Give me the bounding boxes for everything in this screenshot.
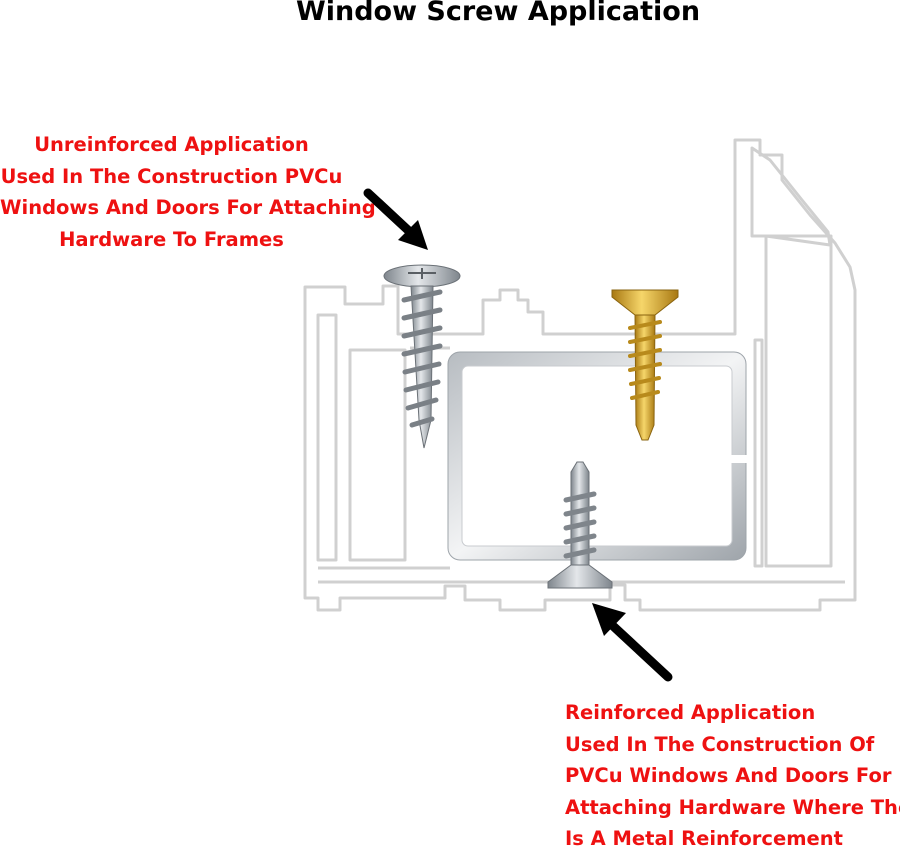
gold-screw-threads [628,320,662,400]
gold-screw-head [611,289,679,316]
diagram-title: Window Screw Application [295,0,701,27]
metal-reinforcement [447,351,748,561]
profile-right-chamber [764,234,833,568]
profile-right-inner-chamber [753,338,764,568]
reinforced-screw-threads [563,491,597,559]
unreinforced-line-2: Used In The Construction PVCu [0,164,343,188]
profile-left-chamber [316,313,338,562]
unreinforced-screw [383,264,461,449]
gold-screw [611,289,679,441]
reinforced-line-4: Attaching Hardware Where There [565,795,900,819]
unreinforced-screw-threads [401,289,443,428]
reinforced-line-3: PVCu Windows And Doors For [565,764,892,788]
unreinforced-line-1: Unreinforced Application [34,133,309,156]
reinforcement-inner [461,365,733,547]
unreinforced-callout: Unreinforced Application Used In The Con… [0,129,376,255]
reinforced-line-1: Reinforced Application [565,701,816,724]
profile-glazing-bead [750,146,832,247]
reinforced-line-2: Used In The Construction Of [565,732,875,756]
arrow-to-reinforced-screw [592,603,673,682]
reinforced-line-5: Is A Metal Reinforcement [565,827,843,851]
unreinforced-line-4: Hardware To Frames [59,227,284,251]
reinforced-callout: Reinforced Application Used In The Const… [565,697,900,855]
reinforcement-joint [728,455,748,463]
profile-left-inner-chamber [348,348,407,562]
gold-screw-shank [634,314,656,441]
unreinforced-screw-drive [408,268,436,279]
arrow-to-unreinforced-screw [363,188,428,250]
unreinforced-line-3: Windows And Doors For Attaching [0,196,376,220]
reinforced-screw [547,461,613,589]
reinforced-screw-head [547,564,613,589]
